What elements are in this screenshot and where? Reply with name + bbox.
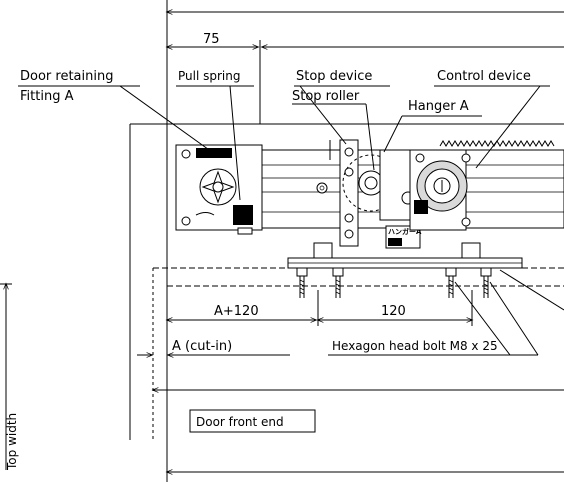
- svg-text:ハンガーA: ハンガーA: [388, 227, 422, 236]
- dim-a120-label: A+120: [214, 304, 259, 319]
- stop-device-bracket: [339, 139, 359, 247]
- control-device-label: Control device: [437, 69, 531, 84]
- mounting-plate: [287, 257, 523, 269]
- lower-dimensions: [137, 281, 539, 358]
- vertical-dimension-label: Top width: [5, 413, 19, 471]
- hex-bolt-left-pair: [296, 242, 344, 298]
- a-cutin-label: A (cut-in): [172, 339, 232, 354]
- fitting-a-label: Fitting A: [20, 89, 74, 104]
- leader-lines: [18, 85, 564, 311]
- hanger-a-label: Hanger A: [408, 99, 469, 114]
- stop-device-label: Stop device: [296, 69, 372, 84]
- stop-roller-label: Stop roller: [292, 89, 360, 104]
- door-retaining-label: Door retaining: [20, 69, 113, 84]
- door-retaining-fitting: [175, 144, 263, 235]
- dim-120-label: 120: [381, 304, 406, 319]
- dim-75-label: 75: [203, 32, 220, 47]
- hex-bolt-label: Hexagon head bolt M8 x 25: [332, 339, 498, 353]
- control-device: [409, 140, 555, 231]
- door-front-end-box: [189, 409, 316, 433]
- pull-spring-label: Pull spring: [178, 69, 240, 83]
- door-front-end-label: Door front end: [196, 415, 284, 429]
- hex-bolt-right-pair: [445, 242, 492, 298]
